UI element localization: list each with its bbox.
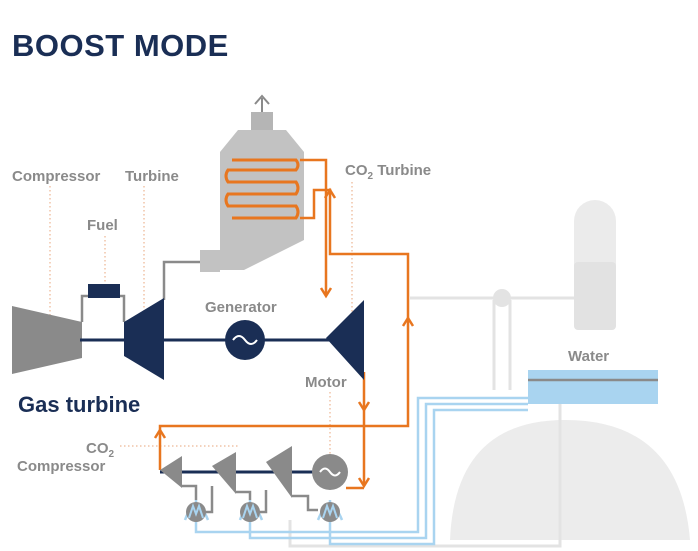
label-compressor: Compressor	[12, 168, 101, 185]
co2-compressor-train	[160, 446, 348, 522]
water-tank	[528, 370, 658, 404]
combustor-outline	[80, 294, 126, 322]
label-co2-compressor-line1: CO2	[86, 440, 114, 460]
water-pipe-2	[248, 402, 528, 540]
exhaust-duct-line	[162, 260, 200, 300]
label-co2-turbine: CO2 Turbine	[345, 162, 431, 182]
hrsg-duct	[220, 240, 304, 270]
co2-compressor-prefix: CO	[86, 440, 109, 457]
stack-cone	[220, 130, 304, 152]
pipe-coil-in	[158, 188, 410, 470]
compressor-shape	[12, 306, 82, 374]
co2-turbine-subscript: 2	[367, 171, 374, 182]
arrow-right-up	[401, 315, 415, 327]
stage-2-outlet	[236, 490, 252, 500]
hrsg-inlet	[200, 250, 220, 272]
storage-tank-fill	[574, 262, 616, 330]
stage-1-outlet	[182, 484, 198, 500]
heat-recovery-unit	[162, 94, 304, 300]
heat-coil	[224, 158, 300, 220]
motor-sine	[319, 467, 341, 477]
cooler-2-coil	[242, 503, 258, 519]
co2-compressor-subscript: 2	[108, 449, 115, 460]
label-motor: Motor	[305, 374, 347, 391]
label-turbine: Turbine	[125, 168, 179, 185]
page-title: BOOST MODE	[12, 28, 229, 63]
compressor-stage-3	[266, 446, 292, 498]
arrow-return-down	[357, 477, 371, 489]
arrow-hrsg-up	[323, 187, 337, 199]
interstage-1	[204, 486, 214, 514]
exhaust-arrow-icon	[254, 94, 270, 105]
cooler-1-coil	[188, 503, 204, 519]
co2-turbine-suffix: Turbine	[373, 162, 432, 179]
co2-circuit	[153, 158, 415, 490]
interstage-2	[258, 490, 268, 514]
turbine-shape	[124, 298, 164, 380]
hrsg-body	[220, 152, 304, 240]
pipe-coil-out	[300, 158, 328, 296]
label-co2-compressor-line2: Compressor	[17, 458, 106, 475]
compressor-stage-1	[160, 456, 182, 488]
fuel-block	[88, 284, 120, 298]
storage-dome	[450, 420, 690, 540]
arrow-coil-down	[319, 287, 333, 299]
label-fuel: Fuel	[87, 217, 118, 234]
arrow-turbine-down	[357, 401, 371, 413]
label-generator: Generator	[205, 299, 277, 316]
stack-top	[251, 112, 273, 130]
gas-turbine	[12, 284, 364, 380]
co2-turbine-shape	[326, 300, 364, 380]
water-pipe-3	[328, 408, 528, 546]
label-gas-turbine: Gas turbine	[18, 392, 141, 417]
cooler-3-coil	[322, 503, 338, 519]
arrow-compressor-up	[153, 427, 167, 439]
co2-turbine-prefix: CO	[345, 162, 368, 179]
label-water: Water	[568, 348, 610, 365]
stage-3-outlet	[292, 494, 318, 512]
pipe-tank-down	[492, 300, 512, 390]
valve-gray	[493, 289, 511, 307]
generator-sine	[232, 335, 258, 345]
compressor-stage-2	[212, 452, 236, 494]
